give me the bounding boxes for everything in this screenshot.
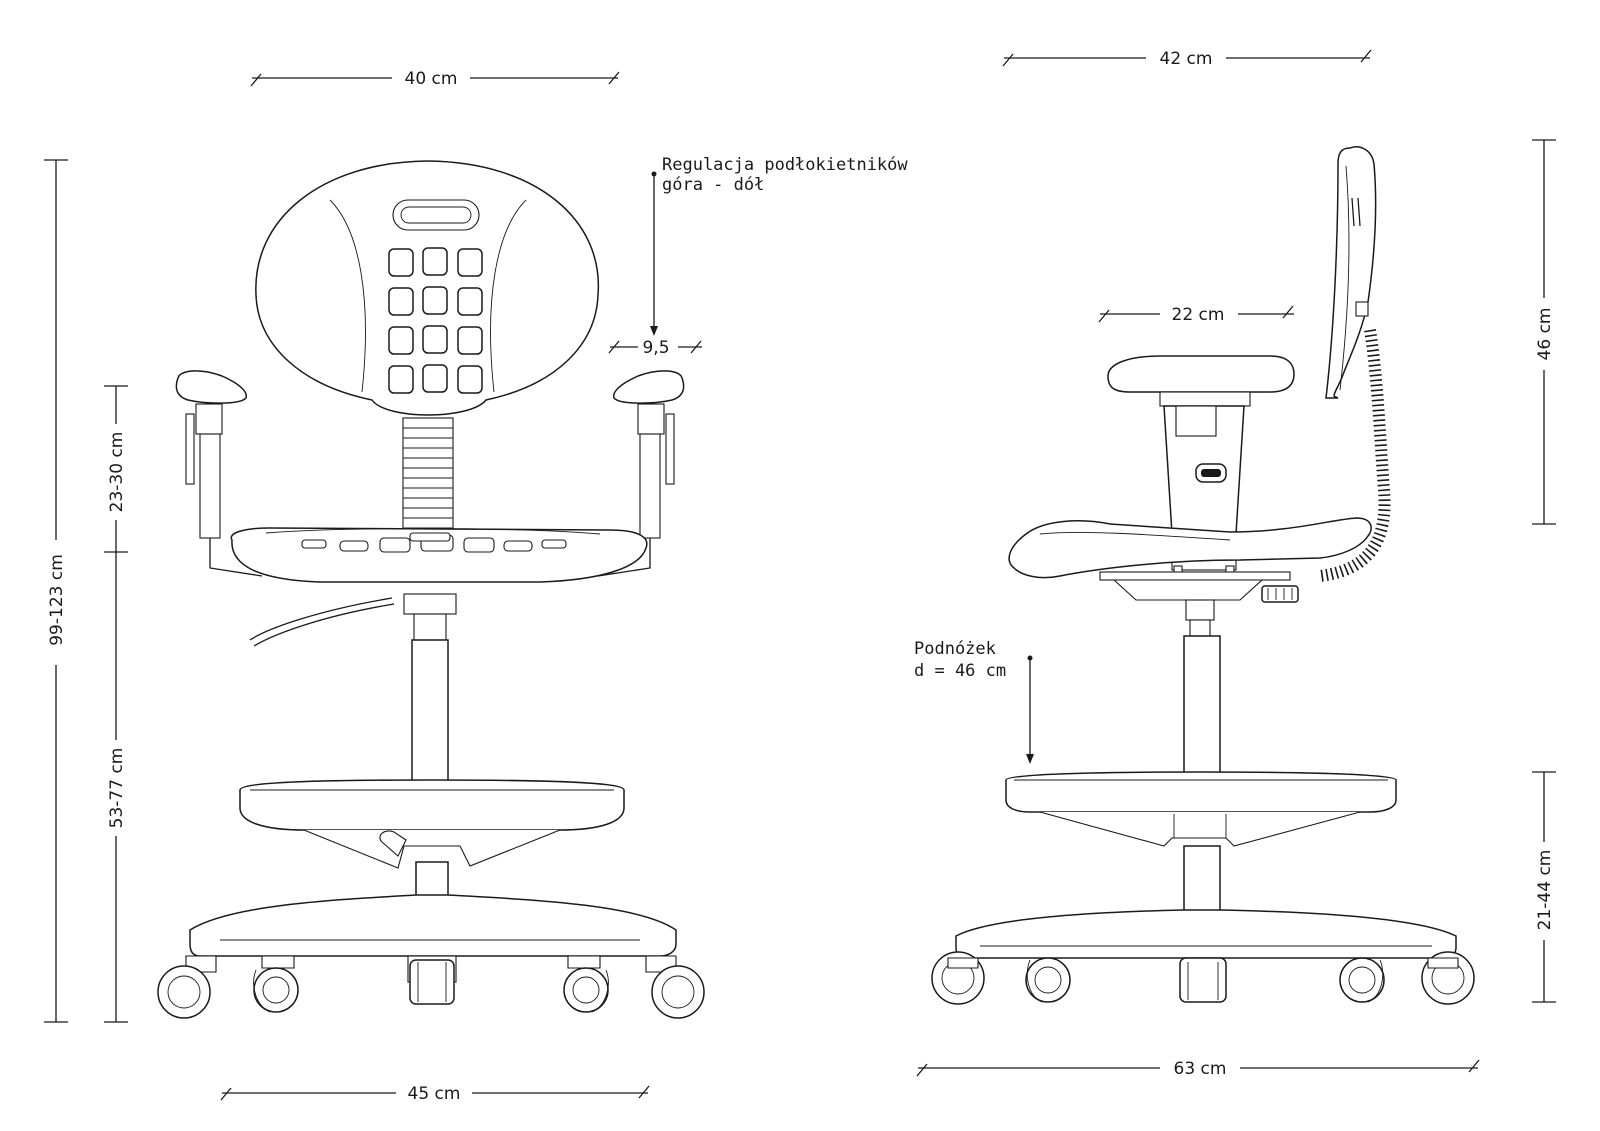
dim-side-depth-top: 42 cm bbox=[1002, 49, 1372, 69]
footrest-callout: Podnóżek d = 46 cm bbox=[914, 639, 1034, 764]
armrest-note-line1: Regulacja podłokietników bbox=[662, 155, 908, 175]
armrest-adjust-callout: 9,5 Regulacja podłokietników góra - dół bbox=[608, 155, 908, 358]
armrest-adjust-value: 9,5 bbox=[642, 338, 669, 358]
footrest-note-line1: Podnóżek bbox=[914, 639, 996, 659]
front-backrest-spring bbox=[402, 417, 454, 537]
dim-base-width: 45 cm bbox=[220, 1084, 650, 1104]
side-column bbox=[1183, 599, 1221, 777]
front-gas-lever bbox=[249, 597, 393, 641]
dim-seat-height: 53-77 cm bbox=[104, 552, 128, 1023]
front-casters bbox=[157, 955, 705, 1019]
front-backrest bbox=[255, 160, 600, 416]
front-column bbox=[403, 593, 457, 791]
front-armrest-left bbox=[175, 370, 263, 577]
footrest-height-label: 21-44 cm bbox=[1535, 850, 1555, 931]
side-backrest bbox=[1325, 146, 1377, 399]
dim-armrest-height: 23-30 cm bbox=[104, 385, 128, 553]
side-backrest-spring bbox=[1319, 329, 1391, 582]
side-seat bbox=[1008, 517, 1372, 603]
front-footrest bbox=[239, 779, 625, 869]
dim-armrest-length: 22 cm bbox=[1098, 305, 1294, 325]
seat-height-label: 53-77 cm bbox=[107, 748, 127, 829]
total-height-label: 99-123 cm bbox=[47, 554, 67, 646]
front-seat bbox=[230, 527, 648, 583]
backrest-height-label: 46 cm bbox=[1535, 308, 1555, 361]
armrest-note-line2: góra - dół bbox=[662, 175, 764, 195]
dim-footrest-height: 21-44 cm bbox=[1532, 771, 1556, 1003]
side-footrest bbox=[1005, 771, 1397, 847]
dim-backrest-width: 40 cm bbox=[250, 69, 620, 89]
footrest-note-line2: d = 46 cm bbox=[914, 661, 1006, 681]
armrest-length-label: 22 cm bbox=[1172, 305, 1225, 325]
front-base bbox=[189, 894, 677, 957]
side-casters bbox=[931, 951, 1475, 1005]
front-view: 40 cm 45 cm 99-123 cm 23-30 cm bbox=[44, 69, 908, 1104]
front-armrest-right bbox=[597, 370, 685, 577]
side-depth-top-label: 42 cm bbox=[1160, 49, 1213, 69]
side-view: 42 cm 22 cm 46 cm 21-44 cm bbox=[914, 49, 1556, 1079]
base-width-label: 45 cm bbox=[408, 1084, 461, 1104]
armrest-height-label: 23-30 cm bbox=[107, 432, 127, 513]
dim-base-depth: 63 cm bbox=[916, 1059, 1480, 1079]
dim-total-height: 99-123 cm bbox=[44, 159, 68, 1023]
side-base bbox=[955, 909, 1457, 959]
dim-backrest-height: 46 cm bbox=[1532, 139, 1556, 525]
backrest-width-label: 40 cm bbox=[405, 69, 458, 89]
base-depth-label: 63 cm bbox=[1174, 1059, 1227, 1079]
